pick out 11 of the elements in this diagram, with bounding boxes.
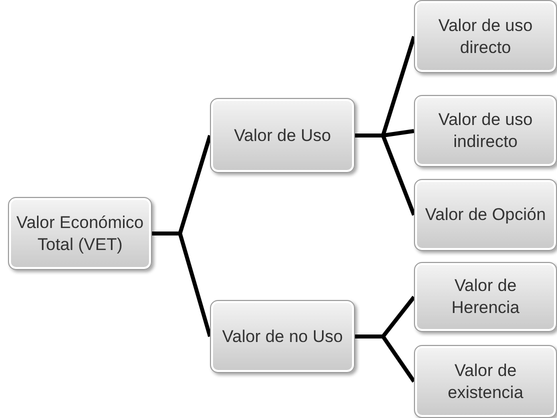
connector-line xyxy=(152,232,212,338)
connector-line xyxy=(355,134,416,216)
node-box: Valor de uso directo xyxy=(414,0,557,73)
node-box: Valor de Uso xyxy=(210,98,355,173)
node-box: Valor Económico Total (VET) xyxy=(8,197,152,270)
node-box: Valor de Opción xyxy=(414,179,557,251)
node-box: Valor de existencia xyxy=(414,345,557,418)
connector-line xyxy=(355,334,416,383)
node-box: Valor de Herencia xyxy=(414,262,557,332)
node-box: Valor de no Uso xyxy=(210,300,355,373)
node-box: Valor de uso indirecto xyxy=(414,95,557,167)
